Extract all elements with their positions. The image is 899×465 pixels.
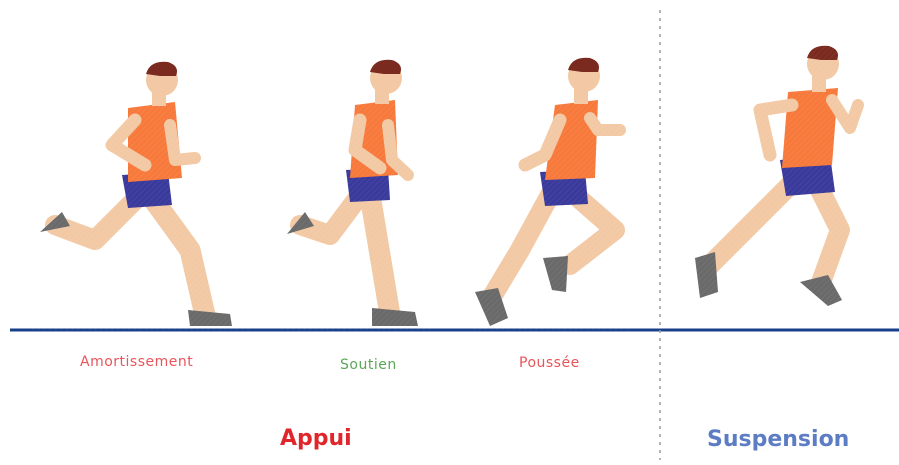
label-poussee: Poussée <box>519 355 580 371</box>
runner-suspension <box>690 44 870 309</box>
runner-soutien <box>280 60 430 330</box>
label-soutien: Soutien <box>340 357 397 373</box>
runner-amortissement <box>30 62 250 330</box>
label-appui: Appui <box>280 426 352 451</box>
label-suspension: Suspension <box>707 427 849 452</box>
label-amortissement: Amortissement <box>80 354 193 370</box>
runner-poussee <box>470 58 630 330</box>
